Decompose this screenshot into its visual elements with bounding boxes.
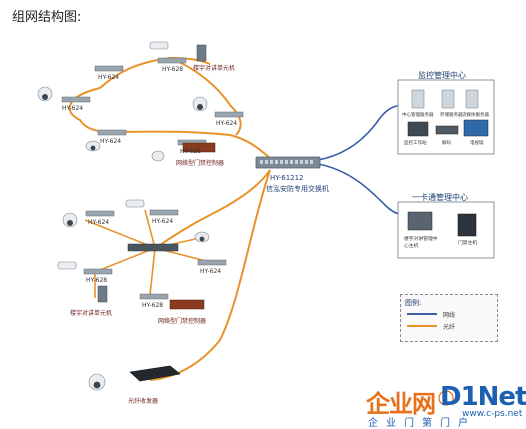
label-hy624-lower-a: HY-624	[88, 219, 110, 226]
label-fiber-transceiver: 光纤收发器	[128, 398, 159, 405]
monitor-item-3: 监控工作站	[404, 141, 427, 146]
label-hy628-lower: HY-628	[86, 277, 108, 284]
card-center-heading: 一卡通管理中心	[412, 193, 468, 202]
label-hy624-right-mid: HY-624	[216, 120, 238, 127]
legend-fiber-label: 光纤	[443, 324, 456, 331]
card-item-1: 门禁主机	[458, 241, 478, 246]
label-hy628-ctrl: HY-628	[180, 148, 202, 155]
watermark-cn: 企业网	[366, 390, 436, 418]
monitor-center-heading: 监控管理中心	[418, 71, 466, 80]
label-hy628-lower2: HY-628	[142, 302, 164, 309]
watermark-url: www.c-ps.net	[462, 409, 523, 419]
card-item-0: 楼宇对讲管理中心主机	[404, 237, 438, 249]
intercom-master-icon	[407, 211, 433, 231]
watermark-logo-icon	[438, 390, 454, 406]
tv-wall-icon	[463, 119, 489, 137]
fiber-link-top-ring-upper	[99, 56, 211, 89]
fiber-lower-a	[84, 219, 156, 249]
monitor-item-0: 中心管理服务器	[402, 113, 434, 118]
label-hy624-bottom: HY-624	[100, 138, 122, 145]
label-net-door-ctrl-top: 网络型门禁控制器	[176, 160, 225, 167]
hy-switch-icons	[61, 57, 244, 300]
watermark-brand: D1Net	[440, 382, 526, 412]
monitor-item-2: 流媒体服务器	[462, 113, 489, 118]
switch-ports	[260, 160, 313, 164]
legend-title: 图例:	[405, 299, 422, 307]
label-hy624-top-left: HY-624	[98, 74, 120, 81]
door-host-icon	[457, 213, 477, 237]
camera-icons	[37, 41, 210, 391]
server-icon-2	[441, 89, 455, 109]
fiber-lower-f	[149, 247, 156, 296]
legend: 图例: 网线 光纤	[400, 294, 498, 342]
label-intercom-lower: 楼宇对讲单元机	[70, 310, 113, 317]
intercom-unit-lower-icon	[97, 285, 108, 303]
legend-network-label: 网线	[443, 312, 456, 319]
fiber-link-top-ring-right	[169, 57, 242, 136]
network-link-monitor-center	[317, 104, 406, 161]
door-controller-lower-icon	[169, 299, 205, 310]
network-link-card-center	[317, 163, 406, 216]
fiber-link-switch-transceiver	[149, 169, 271, 381]
legend-network-swatch	[407, 313, 437, 315]
monitor-item-1: 存储服务器	[440, 113, 463, 118]
fiber-lower-b	[144, 209, 156, 249]
label-hy624-lower-b: HY-624	[152, 218, 174, 225]
label-hy624-lower-c: HY-624	[200, 268, 222, 275]
legend-fiber-swatch	[407, 325, 437, 327]
server-icon-3	[465, 89, 479, 109]
decoder-icon	[435, 125, 459, 135]
fiber-link-switch-lower	[159, 169, 271, 246]
label-switch-model: HY-61212	[270, 174, 304, 182]
workstation-icon	[407, 121, 429, 137]
fiber-transceiver-icon	[129, 365, 181, 382]
monitor-item-4: 解码	[442, 141, 451, 146]
label-switch-name: 信泓安防专用交换机	[266, 185, 329, 193]
watermark-sub: 企业门第门户	[368, 418, 476, 429]
monitor-item-5: 电视墙	[470, 141, 484, 146]
door-controller-top-icon	[182, 142, 216, 153]
label-net-door-ctrl-lower: 网络型门禁控制器	[158, 318, 207, 325]
page-title: 组网结构图:	[12, 10, 82, 25]
label-hy628-top: HY-628	[162, 66, 184, 73]
label-intercom-top: 楼宇对讲单元机	[193, 65, 236, 72]
fiber-lower-e	[94, 247, 156, 273]
intercom-unit-top-icon	[196, 44, 207, 62]
server-icon-1	[411, 89, 425, 109]
label-hy624-left-mid: HY-624	[62, 105, 84, 112]
